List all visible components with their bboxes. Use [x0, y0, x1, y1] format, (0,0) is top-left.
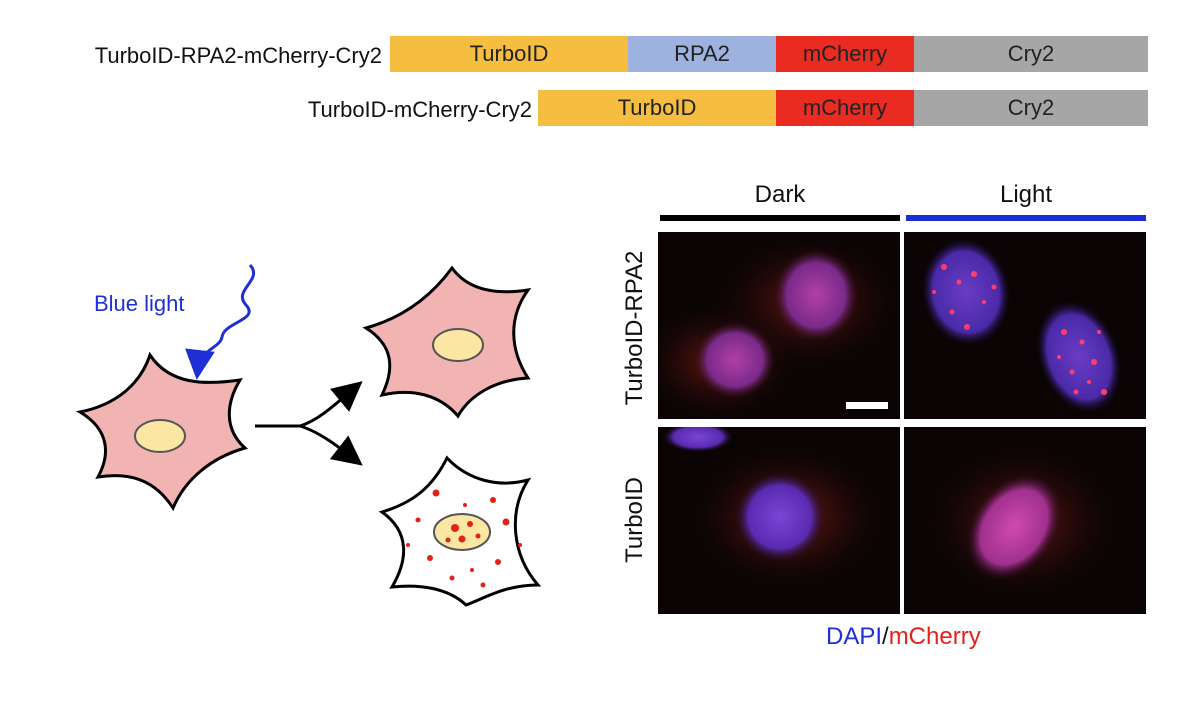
starting-nucleus — [134, 419, 186, 453]
branch-arrow-down — [299, 424, 363, 466]
segment-cry2: Cry2 — [914, 90, 1148, 126]
row-label-turboid: TurboID — [621, 477, 648, 563]
dark-bar — [660, 215, 900, 221]
column-header-light: Light — [999, 181, 1053, 208]
panel-turboid-dark — [658, 427, 900, 614]
construct-bar-1: TurboID RPA2 mCherry Cry2 — [390, 36, 1148, 72]
row-label-turboid-rpa2: TurboID-RPA2 — [621, 250, 648, 406]
segment-turboid: TurboID — [390, 36, 628, 72]
segment-turboid: TurboID — [538, 90, 776, 126]
column-header-dark: Dark — [754, 181, 806, 208]
condensate-dots — [406, 489, 522, 588]
segment-mcherry: mCherry — [776, 36, 914, 72]
panel-turboid-light — [904, 427, 1146, 614]
light-bar — [906, 215, 1146, 221]
segment-rpa2: RPA2 — [628, 36, 776, 72]
construct-label-1: TurboID-RPA2-mCherry-Cry2 — [94, 43, 382, 68]
caption-separator: / — [882, 623, 889, 650]
construct-label-2: TurboID-mCherry-Cry2 — [307, 97, 532, 122]
scale-bar — [846, 402, 888, 409]
construct-bar-2: TurboID mCherry Cry2 — [538, 90, 1148, 126]
blue-light-label: Blue light — [94, 291, 185, 316]
caption-mcherry: mCherry — [888, 623, 981, 650]
dark-outcome-nucleus — [432, 328, 484, 362]
blue-light-arrow — [185, 263, 256, 380]
caption-dapi: DAPI — [826, 623, 883, 650]
segment-cry2: Cry2 — [914, 36, 1148, 72]
panel-rpa2-light — [904, 232, 1146, 419]
segment-mcherry: mCherry — [776, 90, 914, 126]
channel-caption: DAPI/mCherry — [826, 623, 981, 651]
light-outcome-nucleus — [433, 513, 491, 551]
cell-schematic — [75, 263, 542, 607]
panel-rpa2-dark — [658, 232, 900, 419]
branch-arrow-up — [299, 381, 363, 428]
